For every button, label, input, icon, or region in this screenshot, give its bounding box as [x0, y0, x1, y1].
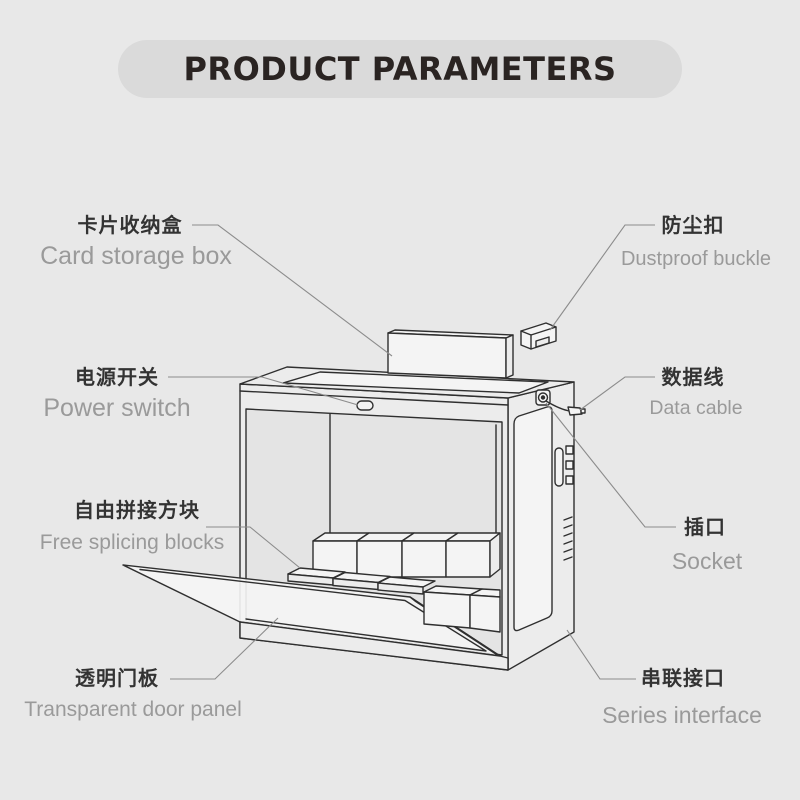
card-storage-box: [387, 329, 514, 379]
box-front-rim-line: [239, 390, 509, 406]
page-title: PRODUCT PARAMETERS: [183, 50, 617, 88]
leader-line-series-interface: [566, 629, 636, 680]
label-free-splicing-blocks-zh: 自由拼接方块: [74, 498, 200, 522]
label-socket-zh: 插口: [684, 515, 726, 539]
label-dustproof-buckle-en: Dustproof buckle: [620, 248, 772, 270]
label-transparent-door-panel-en: Transparent door panel: [24, 698, 242, 721]
leader-line-free-splicing-blocks: [206, 526, 301, 569]
splicing-blocks-front: [423, 585, 501, 633]
splicing-block: [469, 588, 501, 633]
leader-line-data-cable: [579, 376, 655, 411]
label-power-switch-en: Power switch: [43, 394, 191, 422]
card-box-front: [387, 332, 507, 379]
splicing-blocks-back-row: [312, 532, 501, 578]
box-bottom-band: [239, 621, 509, 671]
splicing-block: [445, 532, 501, 578]
data-cable-plug: [580, 408, 586, 414]
series-port: [565, 475, 574, 485]
data-cable-connector: [567, 406, 583, 416]
label-socket-en: Socket: [671, 548, 743, 574]
label-dustproof-buckle-zh: 防尘扣: [661, 213, 725, 237]
side-handle-slot: [554, 447, 564, 487]
power-switch-button: [356, 400, 374, 411]
side-window: [513, 406, 553, 632]
leader-line-power-switch: [168, 376, 359, 406]
splicing-tile: [332, 571, 391, 591]
leader-line-card-storage-box: [192, 224, 393, 357]
card-box-side: [505, 334, 514, 379]
title-pill: [118, 40, 682, 98]
leader-line-transparent-door-panel: [170, 617, 279, 680]
data-cable: [545, 400, 586, 416]
side-vents: [563, 516, 573, 561]
leader-line-socket: [545, 402, 676, 528]
label-free-splicing-blocks-en: Free splicing blocks: [39, 531, 225, 554]
series-interface-ports: [565, 445, 574, 485]
label-data-cable-zh: 数据线: [661, 365, 725, 389]
label-card-storage-box-en: Card storage box: [40, 242, 232, 270]
dustproof-buckle: [520, 322, 557, 350]
label-series-interface-en: Series interface: [602, 702, 762, 728]
label-transparent-door-panel-zh: 透明门板: [75, 666, 159, 690]
splicing-tiles: [287, 567, 436, 595]
series-port: [565, 445, 574, 455]
label-power-switch-zh: 电源开关: [75, 365, 159, 389]
label-data-cable-en: Data cable: [649, 397, 743, 419]
splicing-tile: [377, 576, 436, 595]
leader-line-dustproof-buckle: [549, 224, 655, 331]
label-card-storage-box-zh: 卡片收纳盒: [77, 213, 183, 237]
label-series-interface-zh: 串联接口: [641, 666, 725, 690]
top-card-tray: [282, 371, 549, 394]
series-port: [565, 460, 574, 470]
